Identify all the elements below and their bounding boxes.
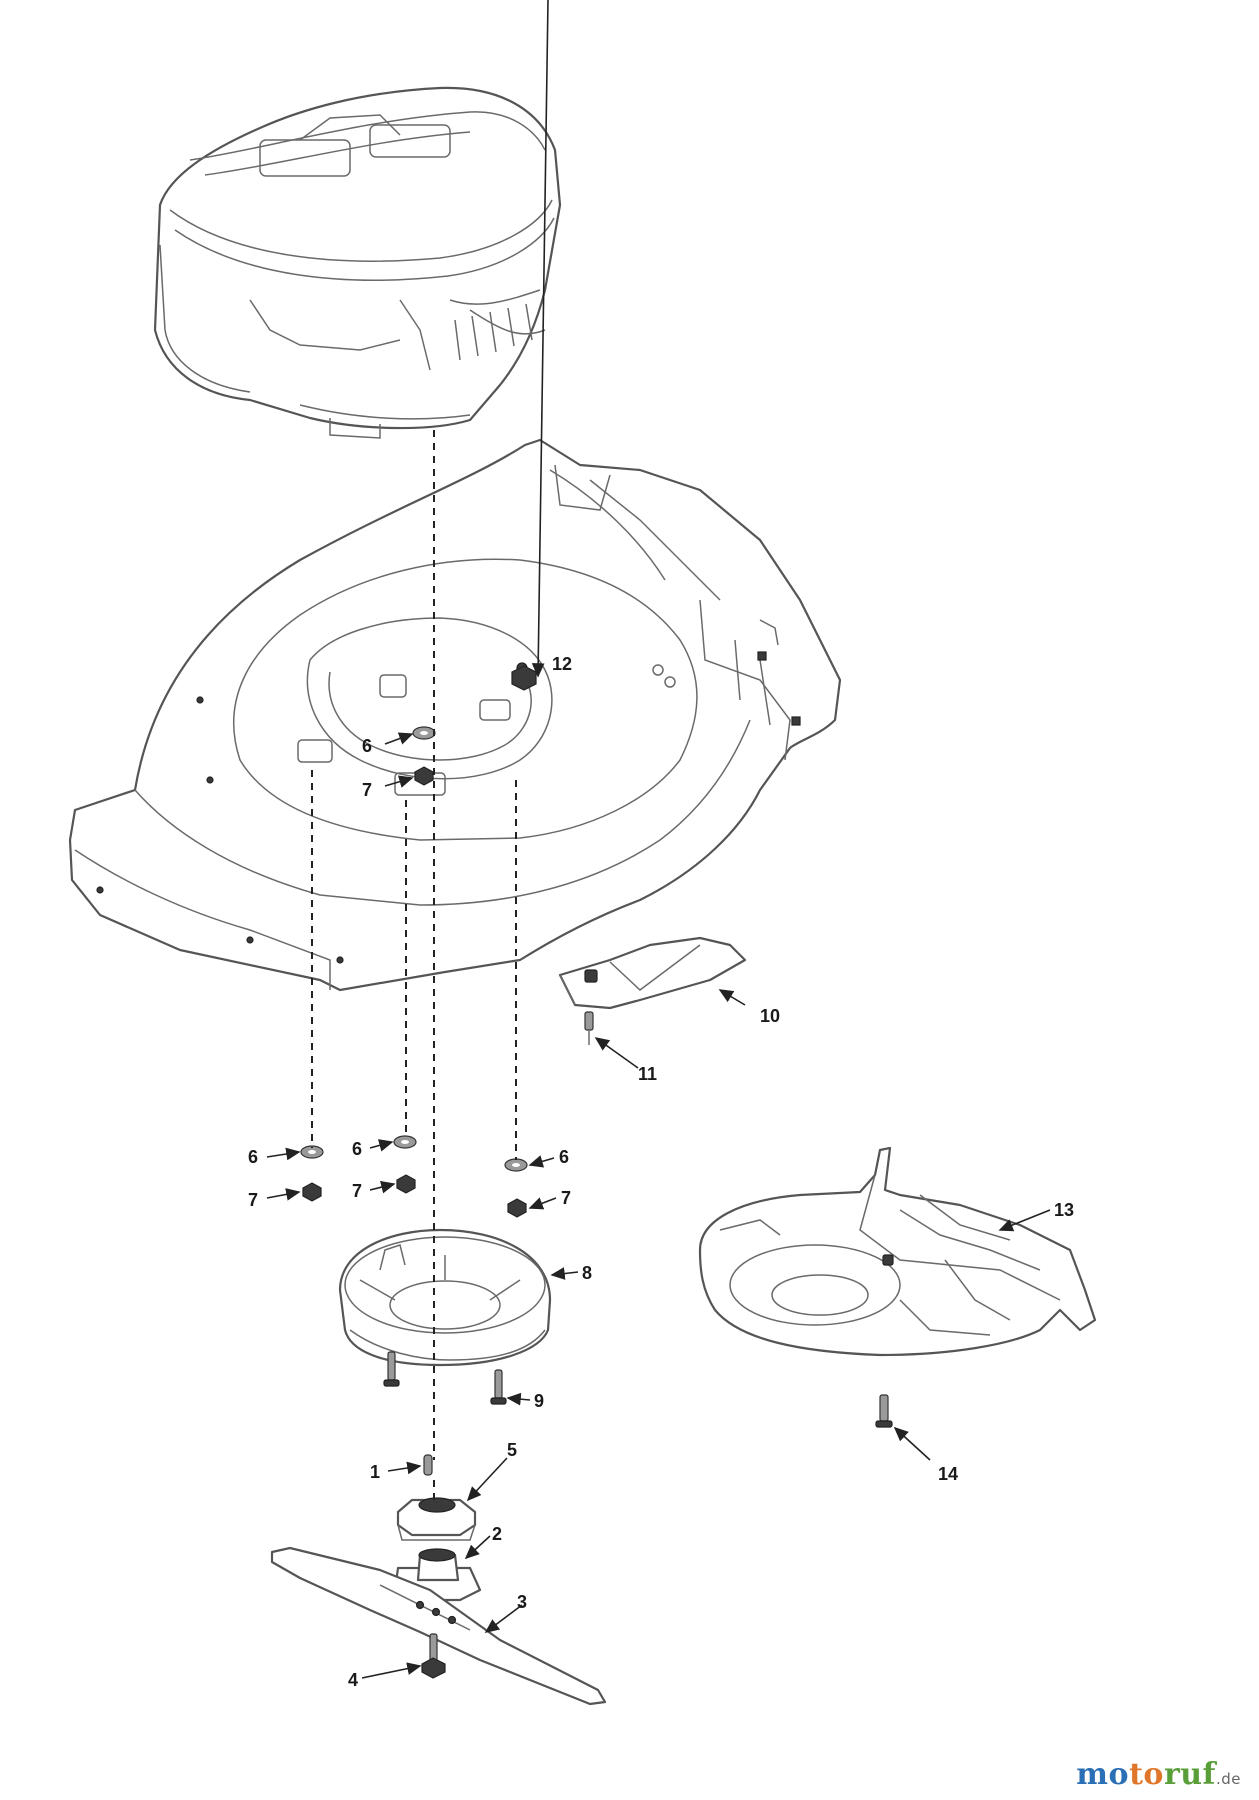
blade-adapter [396,1497,477,1541]
callout-9: 9 [534,1391,544,1411]
callout-12: 12 [552,654,572,674]
assembly-guide-lines [311,430,517,1500]
callout-7-left: 7 [248,1190,258,1210]
callout-5: 5 [507,1440,517,1460]
callout-13: 13 [1054,1200,1074,1220]
key-pin [423,1454,433,1476]
callout-14: 14 [938,1464,958,1484]
mulching-insert [698,1146,1097,1357]
washer-left [300,1145,324,1159]
callout-8: 8 [582,1263,592,1283]
nut-right [507,1198,527,1218]
callout-6-right: 6 [559,1147,569,1167]
nut-left [302,1182,322,1202]
motor-hood [153,86,562,439]
callout-7-middle: 7 [352,1181,362,1201]
deck-washer-top [412,726,436,740]
callout-2: 2 [492,1524,502,1544]
rear-deflector-flap [558,936,747,1010]
insert-screw [875,1394,893,1428]
callout-3: 3 [517,1592,527,1612]
watermark-logo: motoruf.de [1076,1757,1241,1792]
blade-bolt [421,1633,446,1679]
motor-mount-ring [338,1228,552,1367]
callout-6-middle: 6 [352,1139,362,1159]
callout-1: 1 [370,1462,380,1482]
deck-nut-top [414,766,434,786]
callout-11: 11 [638,1064,657,1084]
leader-lines [266,0,1051,1679]
mount-screw-left [383,1351,400,1387]
callout-6-deck: 6 [362,736,372,756]
nut-middle [396,1174,416,1194]
deflector-screw [584,1011,594,1045]
washer-middle [393,1135,417,1149]
callout-labels: 12 6 7 10 11 6 7 6 7 6 7 8 9 1 5 2 3 4 1… [248,654,1074,1690]
callout-7-right: 7 [561,1188,571,1208]
mower-deck [68,438,842,992]
callout-10: 10 [760,1006,780,1026]
callout-4: 4 [348,1670,358,1690]
mount-screw-right [490,1369,507,1405]
callout-6-left: 6 [248,1147,258,1167]
cutting-blade [270,1546,607,1706]
callout-7-deck: 7 [362,780,372,800]
deck-nut [511,665,537,691]
washer-right [504,1158,528,1172]
